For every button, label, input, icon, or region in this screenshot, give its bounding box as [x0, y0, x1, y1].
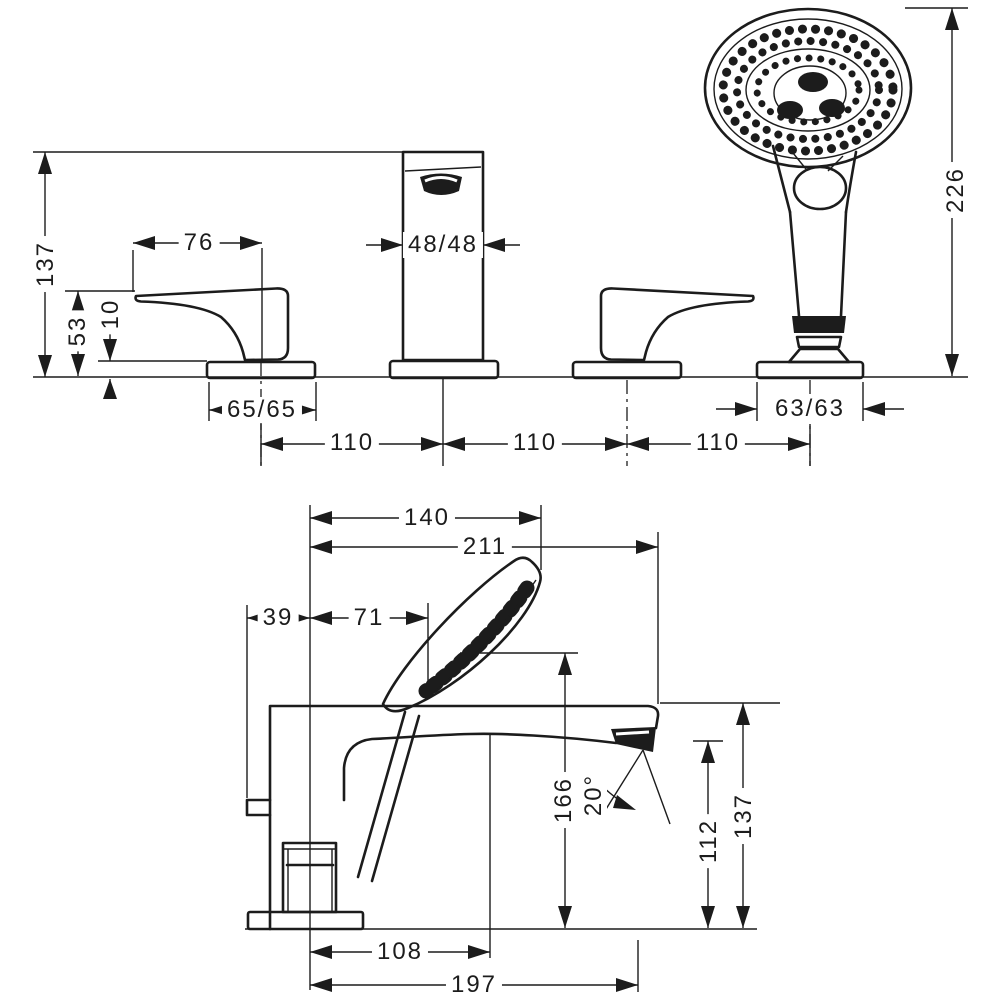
shower-shaft	[370, 714, 421, 883]
shower-shaft	[356, 710, 407, 879]
dim-front-spout-body: 48/48	[402, 232, 484, 258]
dim-front-handle-height: 53	[64, 310, 91, 352]
front-view	[33, 7, 968, 466]
shower-escutcheon	[755, 360, 865, 380]
dim-front-base-height: 10	[97, 293, 124, 335]
side-extension-lines	[246, 505, 780, 992]
dim-side-spout-angle: 20°	[580, 768, 607, 822]
dim-side-depth-inner: 108	[371, 939, 429, 965]
dim-side-total-height: 137	[730, 787, 757, 845]
dim-front-shower-plate: 63/63	[769, 396, 851, 422]
hose-nub	[245, 798, 272, 817]
dim-side-outlet-height: 112	[695, 813, 722, 869]
hose-coupling	[792, 316, 846, 333]
dim-side-offset-back: 39	[257, 605, 299, 631]
side-view	[245, 505, 780, 992]
hand-shower-side	[381, 556, 542, 713]
dim-front-spacing-middle: 110	[507, 430, 563, 456]
dim-front-spacing-right: 110	[690, 430, 746, 456]
dim-front-total-height: 137	[32, 235, 59, 293]
dim-front-handle-reach: 76	[178, 230, 220, 256]
right-handle-front	[599, 287, 755, 362]
dim-side-shower-clearance: 166	[550, 771, 577, 829]
right-handle-escutcheon	[571, 360, 683, 380]
side-dimension-lines	[247, 511, 750, 992]
spout-front	[388, 150, 500, 380]
dim-side-reach-total: 211	[457, 534, 513, 560]
side-escutcheon	[246, 910, 365, 931]
grip-hole	[792, 165, 848, 211]
dim-front-shower-height: 226	[942, 161, 969, 219]
dim-front-handle-plate: 65/65	[221, 397, 303, 423]
dim-front-spacing-left: 110	[324, 430, 380, 456]
spout-angle-annotation	[601, 749, 671, 825]
spray-button	[819, 99, 845, 117]
dim-side-reach-inner: 140	[398, 505, 456, 531]
spray-button	[798, 72, 828, 92]
hand-shower-front	[703, 7, 913, 380]
left-handle-front	[134, 287, 317, 380]
dim-side-offset-front: 71	[348, 605, 390, 631]
front-extension-lines	[65, 7, 968, 466]
spray-button	[777, 101, 803, 119]
dim-side-depth-total: 197	[445, 972, 503, 998]
spout-outlet	[611, 727, 656, 752]
